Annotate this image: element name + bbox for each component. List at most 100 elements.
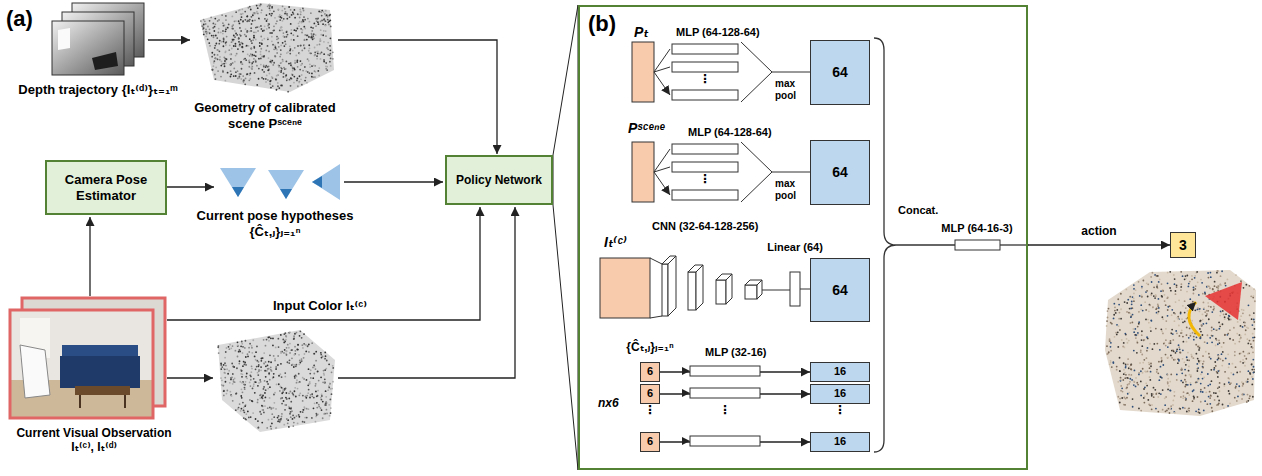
observation-point-cloud	[232, 373, 234, 375]
scene-point-cloud	[290, 77, 292, 79]
observation-point-cloud	[251, 345, 253, 347]
observation-point-cloud	[235, 350, 237, 352]
room-top-view	[1209, 403, 1211, 405]
observation-point-cloud	[256, 346, 258, 348]
scene-point-cloud	[240, 19, 242, 21]
scene-point-cloud	[277, 9, 279, 11]
scene-point-cloud	[323, 30, 325, 32]
room-top-view	[1251, 364, 1253, 366]
scene-point-cloud	[282, 60, 284, 62]
observation-point-cloud	[288, 406, 290, 408]
room-top-view	[1213, 307, 1215, 309]
observation-photo	[10, 298, 165, 418]
observation-point-cloud	[320, 407, 322, 409]
scene-point-cloud	[329, 61, 331, 63]
room-top-view	[1123, 346, 1125, 348]
scene-point-cloud	[316, 18, 318, 20]
observation-point-cloud	[310, 369, 312, 371]
room-top-view	[1213, 369, 1215, 371]
scene-point-cloud	[320, 11, 322, 13]
observation-point-cloud	[239, 360, 241, 362]
scene-point-cloud	[329, 20, 331, 22]
room-top-view	[1135, 386, 1137, 388]
scene-point-cloud	[240, 30, 242, 32]
observation-point-cloud	[244, 362, 246, 364]
scene-point-cloud	[239, 23, 241, 25]
room-top-view	[1167, 381, 1169, 383]
observation-point-cloud	[259, 397, 261, 399]
room-top-view	[1179, 348, 1181, 350]
scene-point-cloud	[275, 79, 277, 81]
scene-point-cloud	[279, 56, 281, 58]
room-top-view	[1161, 296, 1163, 298]
scene-point-cloud	[292, 50, 294, 52]
scene-point-cloud	[230, 76, 232, 78]
room-top-view	[1176, 284, 1178, 286]
scene-point-cloud	[277, 82, 279, 84]
scene-point-cloud	[241, 63, 243, 65]
scene-point-cloud	[276, 75, 278, 77]
room-top-view	[1144, 395, 1146, 397]
room-top-view	[1110, 346, 1112, 348]
scene-point-cloud	[235, 11, 237, 13]
room-top-view	[1209, 384, 1211, 386]
scene-point-cloud	[320, 29, 322, 31]
arrow	[167, 377, 213, 378]
observation-point-cloud	[298, 414, 300, 416]
scene-point-cloud	[222, 30, 224, 32]
scene-point-cloud	[222, 33, 224, 35]
scene-point-cloud	[274, 44, 276, 46]
observation-point-cloud	[316, 402, 318, 404]
room-top-view	[1150, 371, 1152, 373]
observation-point-cloud	[228, 348, 230, 350]
pose-hypotheses-icons	[312, 164, 340, 200]
room-top-view	[1216, 329, 1218, 331]
observation-point-cloud	[289, 413, 291, 415]
room-top-view	[1160, 328, 1162, 330]
observation-point-cloud	[245, 376, 247, 378]
room-top-view	[1199, 412, 1201, 414]
scene-point-cloud	[218, 19, 220, 21]
observation-point-cloud	[317, 395, 319, 397]
observation-point-cloud	[242, 402, 244, 404]
scene-point-cloud	[294, 47, 296, 49]
room-top-view	[1113, 314, 1115, 316]
room-top-view	[1200, 320, 1202, 322]
scene-point-cloud	[299, 9, 301, 11]
scene-point-cloud	[223, 38, 225, 40]
scene-point-cloud	[269, 3, 271, 5]
scene-point-cloud	[233, 45, 235, 47]
room-top-view	[1191, 356, 1193, 358]
scene-point-cloud	[211, 56, 213, 58]
observation-point-cloud	[257, 420, 259, 422]
scene-point-cloud	[302, 8, 304, 10]
room-top-view	[1180, 286, 1182, 288]
observation-point-cloud	[263, 386, 265, 388]
room-top-view	[1200, 331, 1202, 333]
observation-point-cloud	[259, 411, 261, 413]
room-top-view	[1230, 372, 1232, 374]
observation-point-cloud	[257, 399, 259, 401]
scene-point-cloud	[250, 47, 252, 49]
room-top-view	[1118, 318, 1120, 320]
observation-point-cloud	[220, 377, 222, 379]
observation-point-cloud	[290, 411, 292, 413]
scene-point-cloud	[300, 60, 302, 62]
scene-point-cloud	[323, 11, 325, 13]
room-top-view	[1173, 312, 1175, 314]
scene-point-cloud	[222, 71, 224, 73]
scene-point-cloud	[307, 18, 309, 20]
observation-point-cloud	[261, 397, 263, 399]
observation-point-cloud	[323, 374, 325, 376]
observation-point-cloud	[224, 377, 226, 379]
scene-point-cloud	[240, 13, 242, 15]
scene-point-cloud	[218, 43, 220, 45]
room-top-view	[1109, 363, 1111, 365]
scene-point-cloud	[253, 37, 255, 39]
room-top-view	[1141, 345, 1143, 347]
scene-point-cloud	[221, 63, 223, 65]
room-top-view	[1170, 408, 1172, 410]
scene-point-cloud	[215, 78, 217, 80]
observation-point-cloud	[315, 360, 317, 362]
room-top-view	[1152, 306, 1154, 308]
